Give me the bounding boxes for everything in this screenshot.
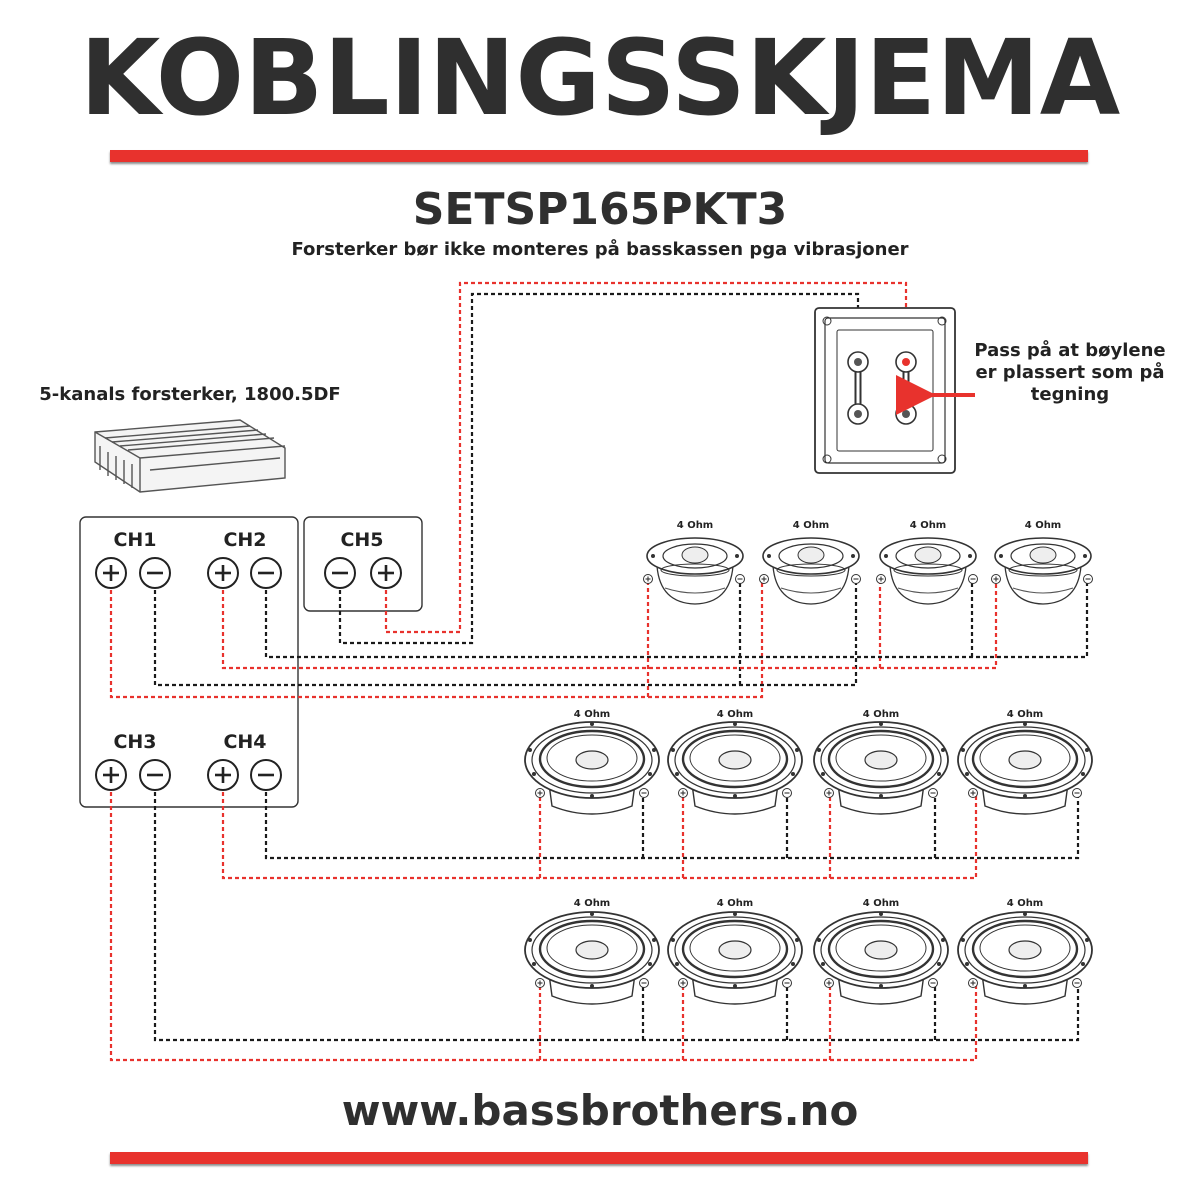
amplifier-icon [94,419,286,493]
woofer-speaker: 4 Ohm [813,898,949,1005]
speaker-impedance-label: 4 Ohm [1007,898,1043,909]
tweeter-speaker: 4 Ohm [759,520,861,605]
channel-box-ch1-ch4 [79,516,299,808]
speaker-impedance-label: 4 Ohm [574,709,610,720]
ch4-minus-terminal [250,759,282,791]
wire-ch5-negative [338,292,860,645]
wire-ch2-positive [221,580,998,670]
tweeter-row: 4 Ohm 4 Ohm 4 Ohm 4 Ohm [643,520,1093,605]
jumper-note-line1: Pass på at bøylene [974,339,1165,361]
speaker-impedance-label: 4 Ohm [1007,709,1043,720]
amplifier-label: 5-kanals forsterker, 1800.5DF [39,384,340,405]
speaker-impedance-label: 4 Ohm [910,520,946,531]
ch5-plus-terminal [370,557,402,589]
channel-label-ch5: CH5 [340,529,383,551]
woofer-rows: 4 Ohm 4 Ohm 4 Ohm 4 Ohm 4 Ohm 4 Ohm 4 Ohm 4 Ohm [524,709,1093,1005]
wire-ch4-positive [221,792,978,880]
ch3-minus-terminal [139,759,171,791]
terminal-box [814,307,956,474]
speaker-impedance-label: 4 Ohm [717,898,753,909]
jumper-note-line2: er plassert som på [975,361,1164,383]
wire-ch5-positive [384,281,908,634]
ch1-minus-terminal [139,557,171,589]
mounting-note: Forsterker bør ikke monteres på basskass… [291,239,909,260]
tweeter-speaker: 4 Ohm [643,520,745,605]
page-title: KOBLINGSSKJEMA [79,17,1121,139]
channel-label-ch4: CH4 [223,731,266,753]
channel-label-ch2: CH2 [223,529,266,551]
woofer-speaker: 4 Ohm [524,709,660,815]
woofer-speaker: 4 Ohm [667,898,803,1005]
speaker-impedance-label: 4 Ohm [717,709,753,720]
channel-label-ch1: CH1 [113,529,156,551]
ch2-plus-terminal [207,557,239,589]
ch5-minus-terminal [324,557,356,589]
wire-ch1-negative [153,580,858,687]
speaker-impedance-label: 4 Ohm [863,709,899,720]
ch4-plus-terminal [207,759,239,791]
channel-label-ch3: CH3 [113,731,156,753]
woofer-speaker: 4 Ohm [957,898,1093,1005]
jumper-note-line3: tegning [1031,384,1109,405]
speaker-impedance-label: 4 Ohm [677,520,713,531]
tweeter-speaker: 4 Ohm [876,520,978,605]
amplifier-terminals [95,557,402,791]
wire-ch2-negative [264,580,1089,659]
speaker-impedance-label: 4 Ohm [1025,520,1061,531]
tweeter-speaker: 4 Ohm [991,520,1093,605]
wire-ch3-negative [153,792,1080,1042]
ch1-plus-terminal [95,557,127,589]
top-red-rule [110,150,1088,162]
ch2-minus-terminal [250,557,282,589]
woofer-speaker: 4 Ohm [667,709,803,815]
woofer-speaker: 4 Ohm [957,709,1093,815]
wire-ch4-negative [264,792,1080,860]
website-url: www.bassbrothers.no [341,1086,859,1135]
wire-ch1-positive [109,580,764,699]
model-code: SETSP165PKT3 [412,184,788,235]
ch3-plus-terminal [95,759,127,791]
woofer-speaker: 4 Ohm [813,709,949,815]
channel-box-ch5 [303,516,423,612]
wire-ch3-positive [109,792,978,1062]
speaker-impedance-label: 4 Ohm [793,520,829,531]
bottom-red-rule [110,1152,1088,1164]
wires [109,281,1089,1062]
speaker-impedance-label: 4 Ohm [574,898,610,909]
speaker-impedance-label: 4 Ohm [863,898,899,909]
woofer-speaker: 4 Ohm [524,898,660,1005]
